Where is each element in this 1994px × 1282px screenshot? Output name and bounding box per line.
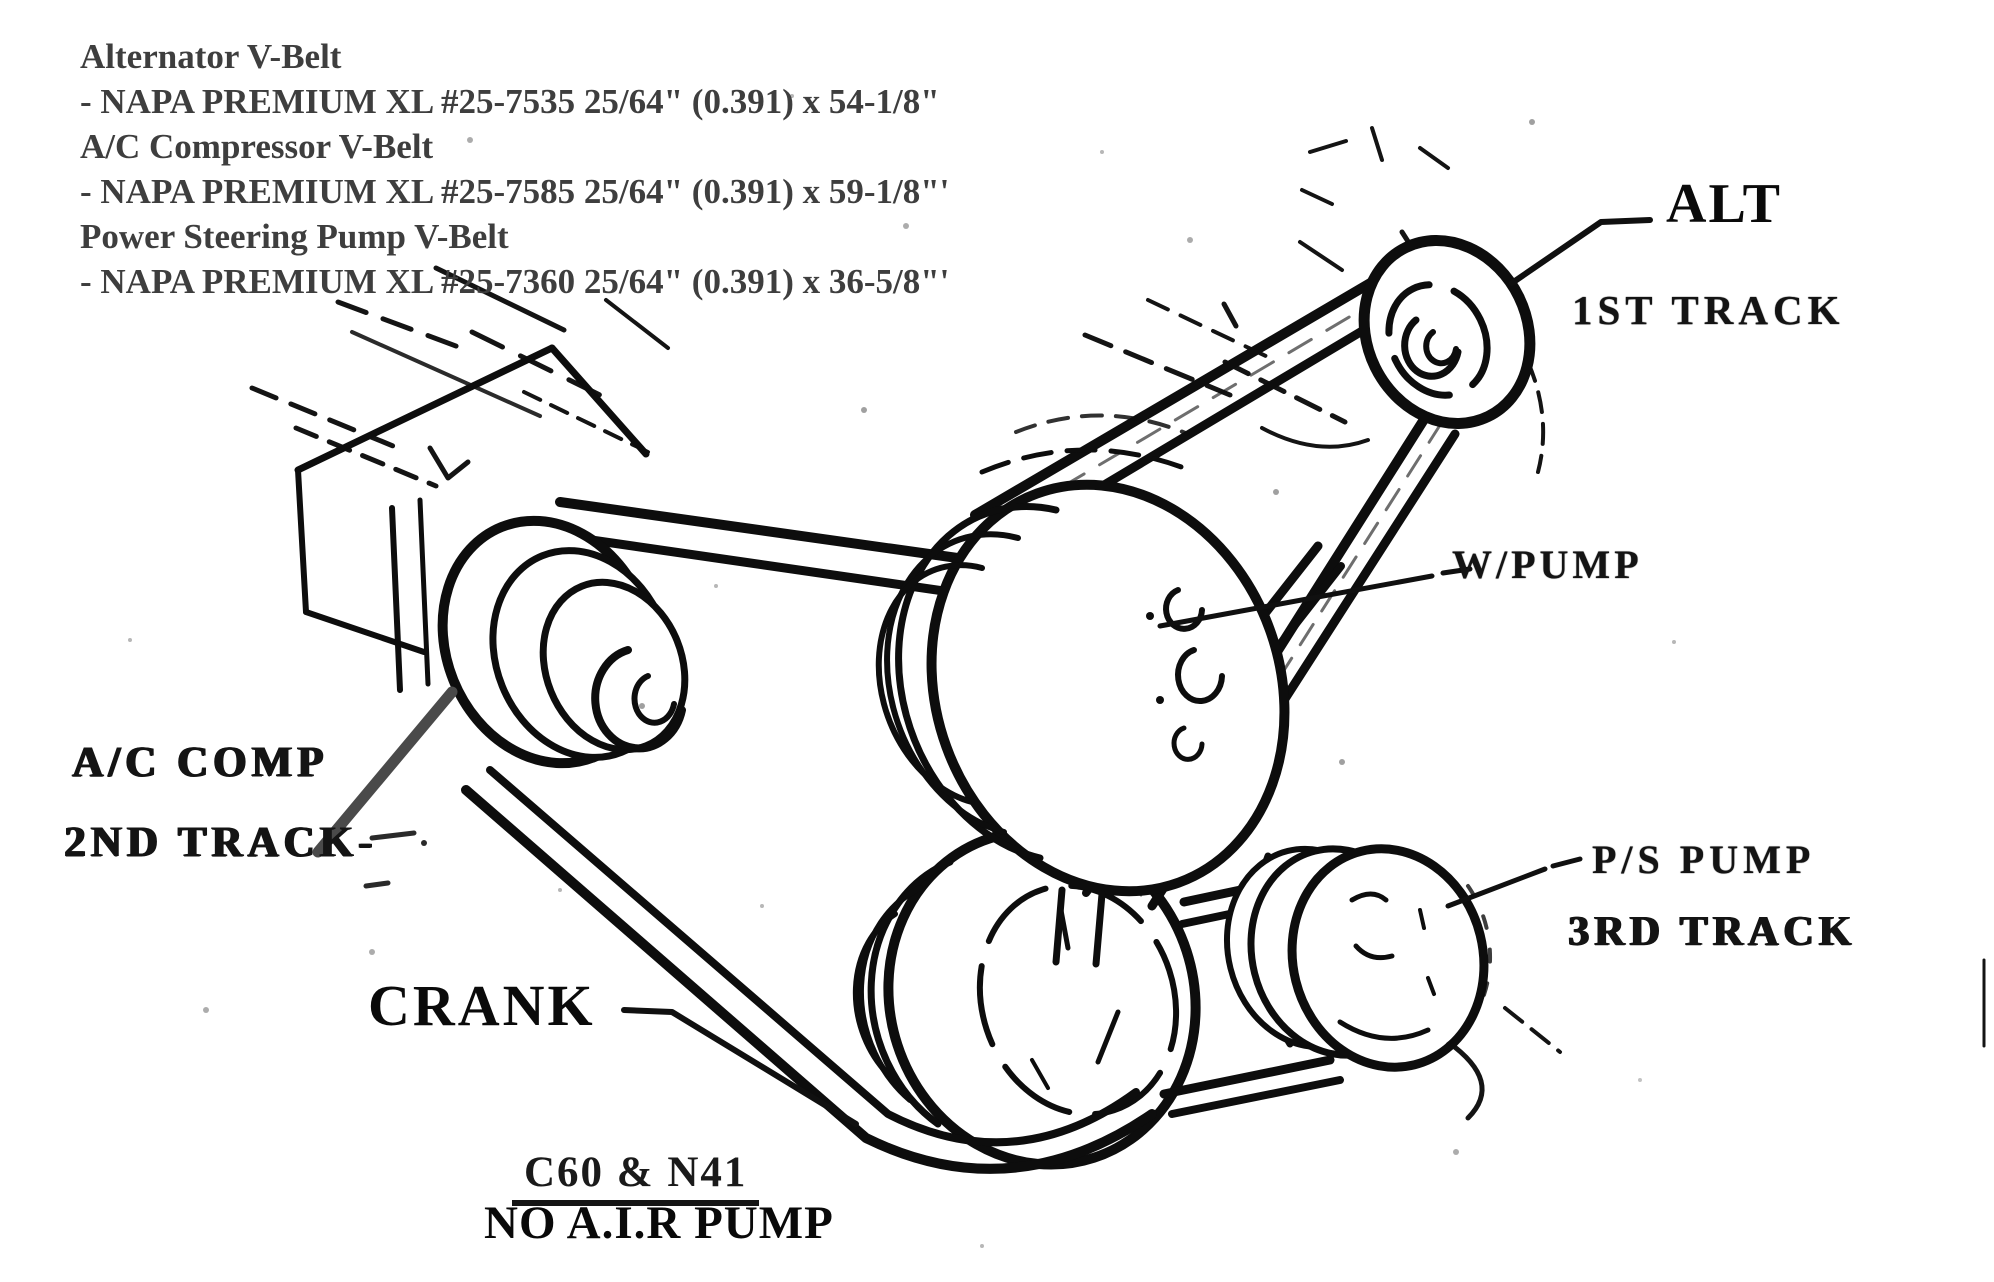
spec-detail-ps: - NAPA PREMIUM XL #25-7360 25/64" (0.391… xyxy=(80,262,950,301)
ac-track-label: 2ND TRACK- xyxy=(64,819,378,866)
spec-title-ps: Power Steering Pump V-Belt xyxy=(80,217,509,256)
spec-detail-alternator: - NAPA PREMIUM XL #25-7535 25/64" (0.391… xyxy=(80,82,940,121)
spec-title-ac: A/C Compressor V-Belt xyxy=(80,127,434,166)
spec-detail-ac: - NAPA PREMIUM XL #25-7585 25/64" (0.391… xyxy=(80,172,950,211)
crank-leader-line xyxy=(621,1007,859,1127)
leader-lines xyxy=(312,217,1653,1127)
sketch-arrow-icon xyxy=(427,445,471,481)
ac-leader-line xyxy=(312,686,458,858)
wpump-leader-line xyxy=(1157,566,1473,629)
alternator-pulley xyxy=(1358,235,1536,429)
track-label-dashes xyxy=(363,830,417,889)
water-pump-label: W/PUMP xyxy=(1452,542,1643,587)
crank-pulley xyxy=(852,826,1201,1170)
ac-compressor-label: A/C COMP xyxy=(72,739,329,786)
spec-title-alternator: Alternator V-Belt xyxy=(80,37,342,76)
alternator-label: ALT xyxy=(1666,173,1783,235)
belt-ac-lower-run xyxy=(461,766,1157,1174)
belt-spec-list: Alternator V-Belt - NAPA PREMIUM XL #25-… xyxy=(80,34,949,304)
ps-track-label: 3RD TRACK xyxy=(1568,909,1857,955)
belt-ac-upper-run xyxy=(545,497,1005,603)
ac-compressor-pulley xyxy=(294,344,689,769)
ps-pump-pulley xyxy=(1223,844,1493,1072)
scan-noise xyxy=(128,94,1676,1248)
alternator-track-label: 1ST TRACK xyxy=(1572,287,1845,333)
engine-sketch xyxy=(249,126,1986,1121)
water-pump-pulley xyxy=(875,413,1290,968)
ps-pump-label: P/S PUMP xyxy=(1592,837,1816,882)
ps-leader-line xyxy=(1445,856,1583,909)
alt-leader-line xyxy=(1509,217,1653,286)
air-pump-note: NO A.I.R PUMP xyxy=(484,1197,834,1249)
crank-label: CRANK xyxy=(368,973,596,1038)
option-codes-label: C60 & N41 xyxy=(512,1148,760,1206)
